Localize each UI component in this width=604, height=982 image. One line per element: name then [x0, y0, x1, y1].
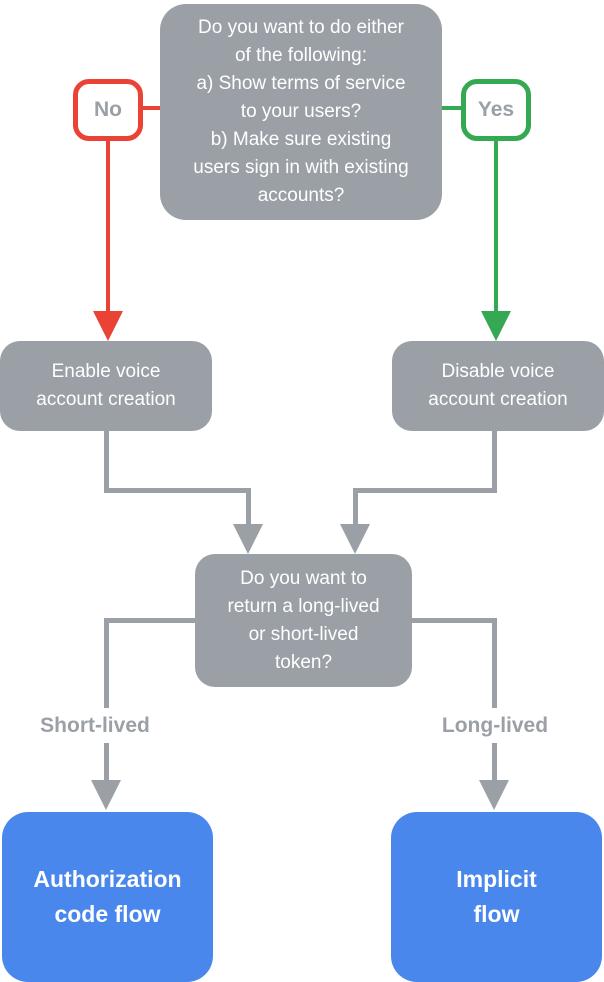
- no-badge: No: [73, 79, 143, 141]
- enable-connector-drop: [246, 493, 251, 524]
- long-lived-connector-horizontal: [412, 618, 497, 623]
- short-lived-edge-label: Short-lived: [20, 708, 170, 743]
- disable-connector-drop: [353, 493, 358, 524]
- yes-badge: Yes: [461, 79, 531, 141]
- implicit-flow-node: Implicit flow: [391, 812, 602, 982]
- disable-arrowhead-icon: [340, 524, 370, 554]
- no-connector-horizontal: [143, 106, 160, 110]
- long-lived-connector-vertical: [492, 618, 497, 780]
- short-lived-connector-vertical: [104, 618, 109, 780]
- enable-arrowhead-icon: [233, 524, 263, 554]
- enable-connector-vertical: [104, 431, 109, 493]
- no-connector-vertical: [106, 139, 110, 313]
- short-lived-connector-horizontal: [106, 618, 195, 623]
- short-lived-arrowhead-icon: [91, 780, 121, 810]
- yes-connector-horizontal: [442, 106, 461, 110]
- no-arrowhead-icon: [93, 311, 123, 341]
- authorization-code-flow-node: Authorization code flow: [2, 812, 213, 982]
- yes-connector-vertical: [494, 139, 498, 313]
- disable-connector-horizontal: [353, 488, 497, 493]
- long-lived-edge-label: Long-lived: [410, 708, 580, 743]
- question-node-terms-of-service: Do you want to do either of the followin…: [160, 4, 442, 220]
- long-lived-arrowhead-icon: [479, 780, 509, 810]
- disable-connector-vertical: [492, 431, 497, 493]
- disable-voice-account-creation-node: Disable voice account creation: [392, 341, 604, 431]
- yes-arrowhead-icon: [481, 311, 511, 341]
- enable-voice-account-creation-node: Enable voice account creation: [0, 341, 212, 431]
- question-node-token-lifetime: Do you want to return a long-lived or sh…: [195, 554, 412, 687]
- enable-connector-horizontal: [104, 488, 251, 493]
